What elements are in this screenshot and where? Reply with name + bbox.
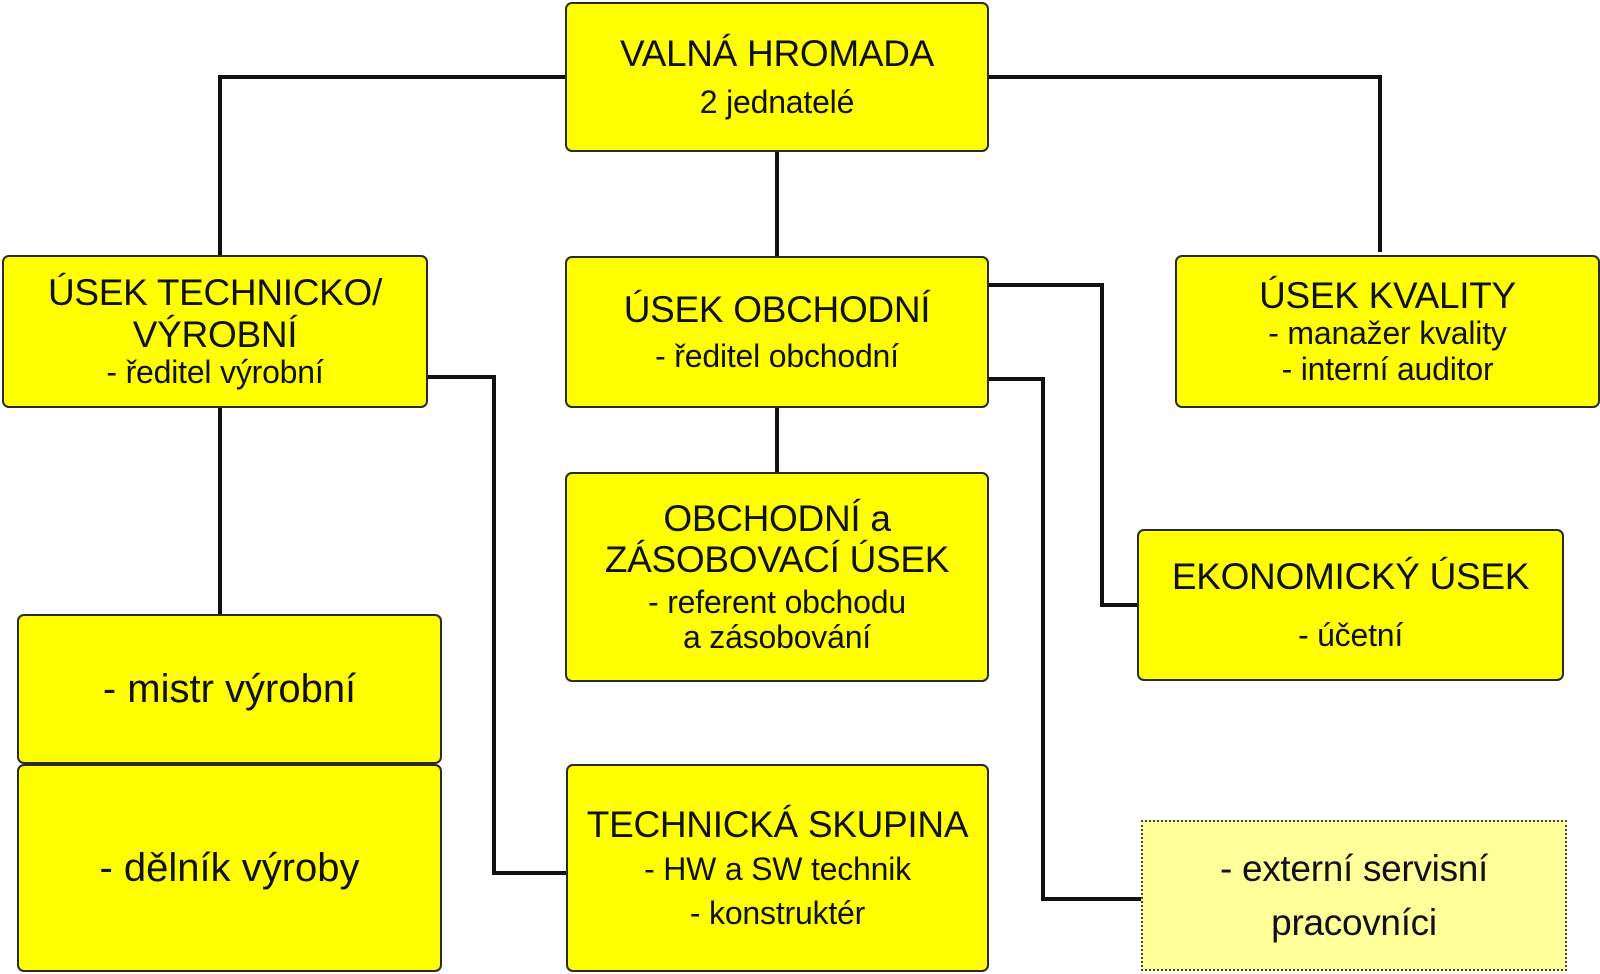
delnik-vyroby-text: - dělník výroby (99, 845, 360, 890)
externi-line-2: pracovníci (1271, 901, 1437, 943)
box-usek-kvality: ÚSEK KVALITY - manažer kvality - interní… (1175, 255, 1600, 408)
technicka-skupina-sub-1: - HW a SW technik (644, 850, 911, 887)
connector-obchodni-ekonomicky (988, 283, 1137, 607)
usek-obchodni-sub: - ředitel obchodní (655, 337, 899, 374)
obch-zas-sub-2: a zásobování (683, 619, 871, 656)
box-externi-pracovnici: - externí servisní pracovníci (1141, 820, 1567, 971)
usek-technicko-title-1: ÚSEK TECHNICKO/ (47, 272, 383, 314)
valna-hromada-sub: 2 jednatelé (699, 83, 855, 120)
box-mistr-vyrobni: - mistr výrobní (17, 614, 442, 764)
box-valna-hromada: VALNÁ HROMADA 2 jednatelé (565, 2, 989, 152)
usek-obchodni-title: ÚSEK OBCHODNÍ (623, 289, 931, 331)
connector-valna-technicky (218, 75, 565, 255)
obch-zas-sub-1: - referent obchodu (648, 583, 906, 620)
usek-kvality-sub-2: - interní auditor (1281, 351, 1494, 388)
ekonomicky-sub: - účetní (1297, 616, 1404, 653)
obch-zas-title-1: OBCHODNÍ a (663, 497, 891, 539)
valna-hromada-title: VALNÁ HROMADA (619, 33, 935, 75)
obch-zas-title-2: ZÁSOBOVACÍ ÚSEK (604, 539, 950, 581)
box-usek-obchodni: ÚSEK OBCHODNÍ - ředitel obchodní (565, 256, 989, 408)
box-usek-technicko-vyrobni: ÚSEK TECHNICKO/ VÝROBNÍ - ředitel výrobn… (2, 255, 428, 408)
ekonomicky-title: EKONOMICKÝ ÚSEK (1171, 556, 1530, 598)
usek-kvality-title: ÚSEK KVALITY (1259, 274, 1516, 316)
connector-technicky-technicka (424, 375, 566, 875)
box-ekonomicky-usek: EKONOMICKÝ ÚSEK - účetní (1137, 529, 1564, 681)
externi-line-1: - externí servisní (1219, 848, 1489, 890)
box-technicka-skupina: TECHNICKÁ SKUPINA - HW a SW technik - ko… (566, 764, 989, 972)
technicka-skupina-title: TECHNICKÁ SKUPINA (586, 804, 969, 846)
connector-obchodni-externi (988, 377, 1141, 901)
technicka-skupina-sub-2: - konstruktér (689, 894, 866, 931)
usek-technicko-sub: - ředitel výrobní (106, 354, 324, 391)
usek-kvality-sub-1: - manažer kvality (1268, 315, 1507, 352)
box-delnik-vyroby: - dělník výroby (17, 764, 442, 972)
box-obchodni-zasobovaci: OBCHODNÍ a ZÁSOBOVACÍ ÚSEK - referent ob… (565, 472, 989, 682)
usek-technicko-title-2: VÝROBNÍ (132, 313, 298, 355)
connector-valna-kvalita (988, 75, 1382, 252)
mistr-vyrobni-text: - mistr výrobní (102, 666, 357, 711)
